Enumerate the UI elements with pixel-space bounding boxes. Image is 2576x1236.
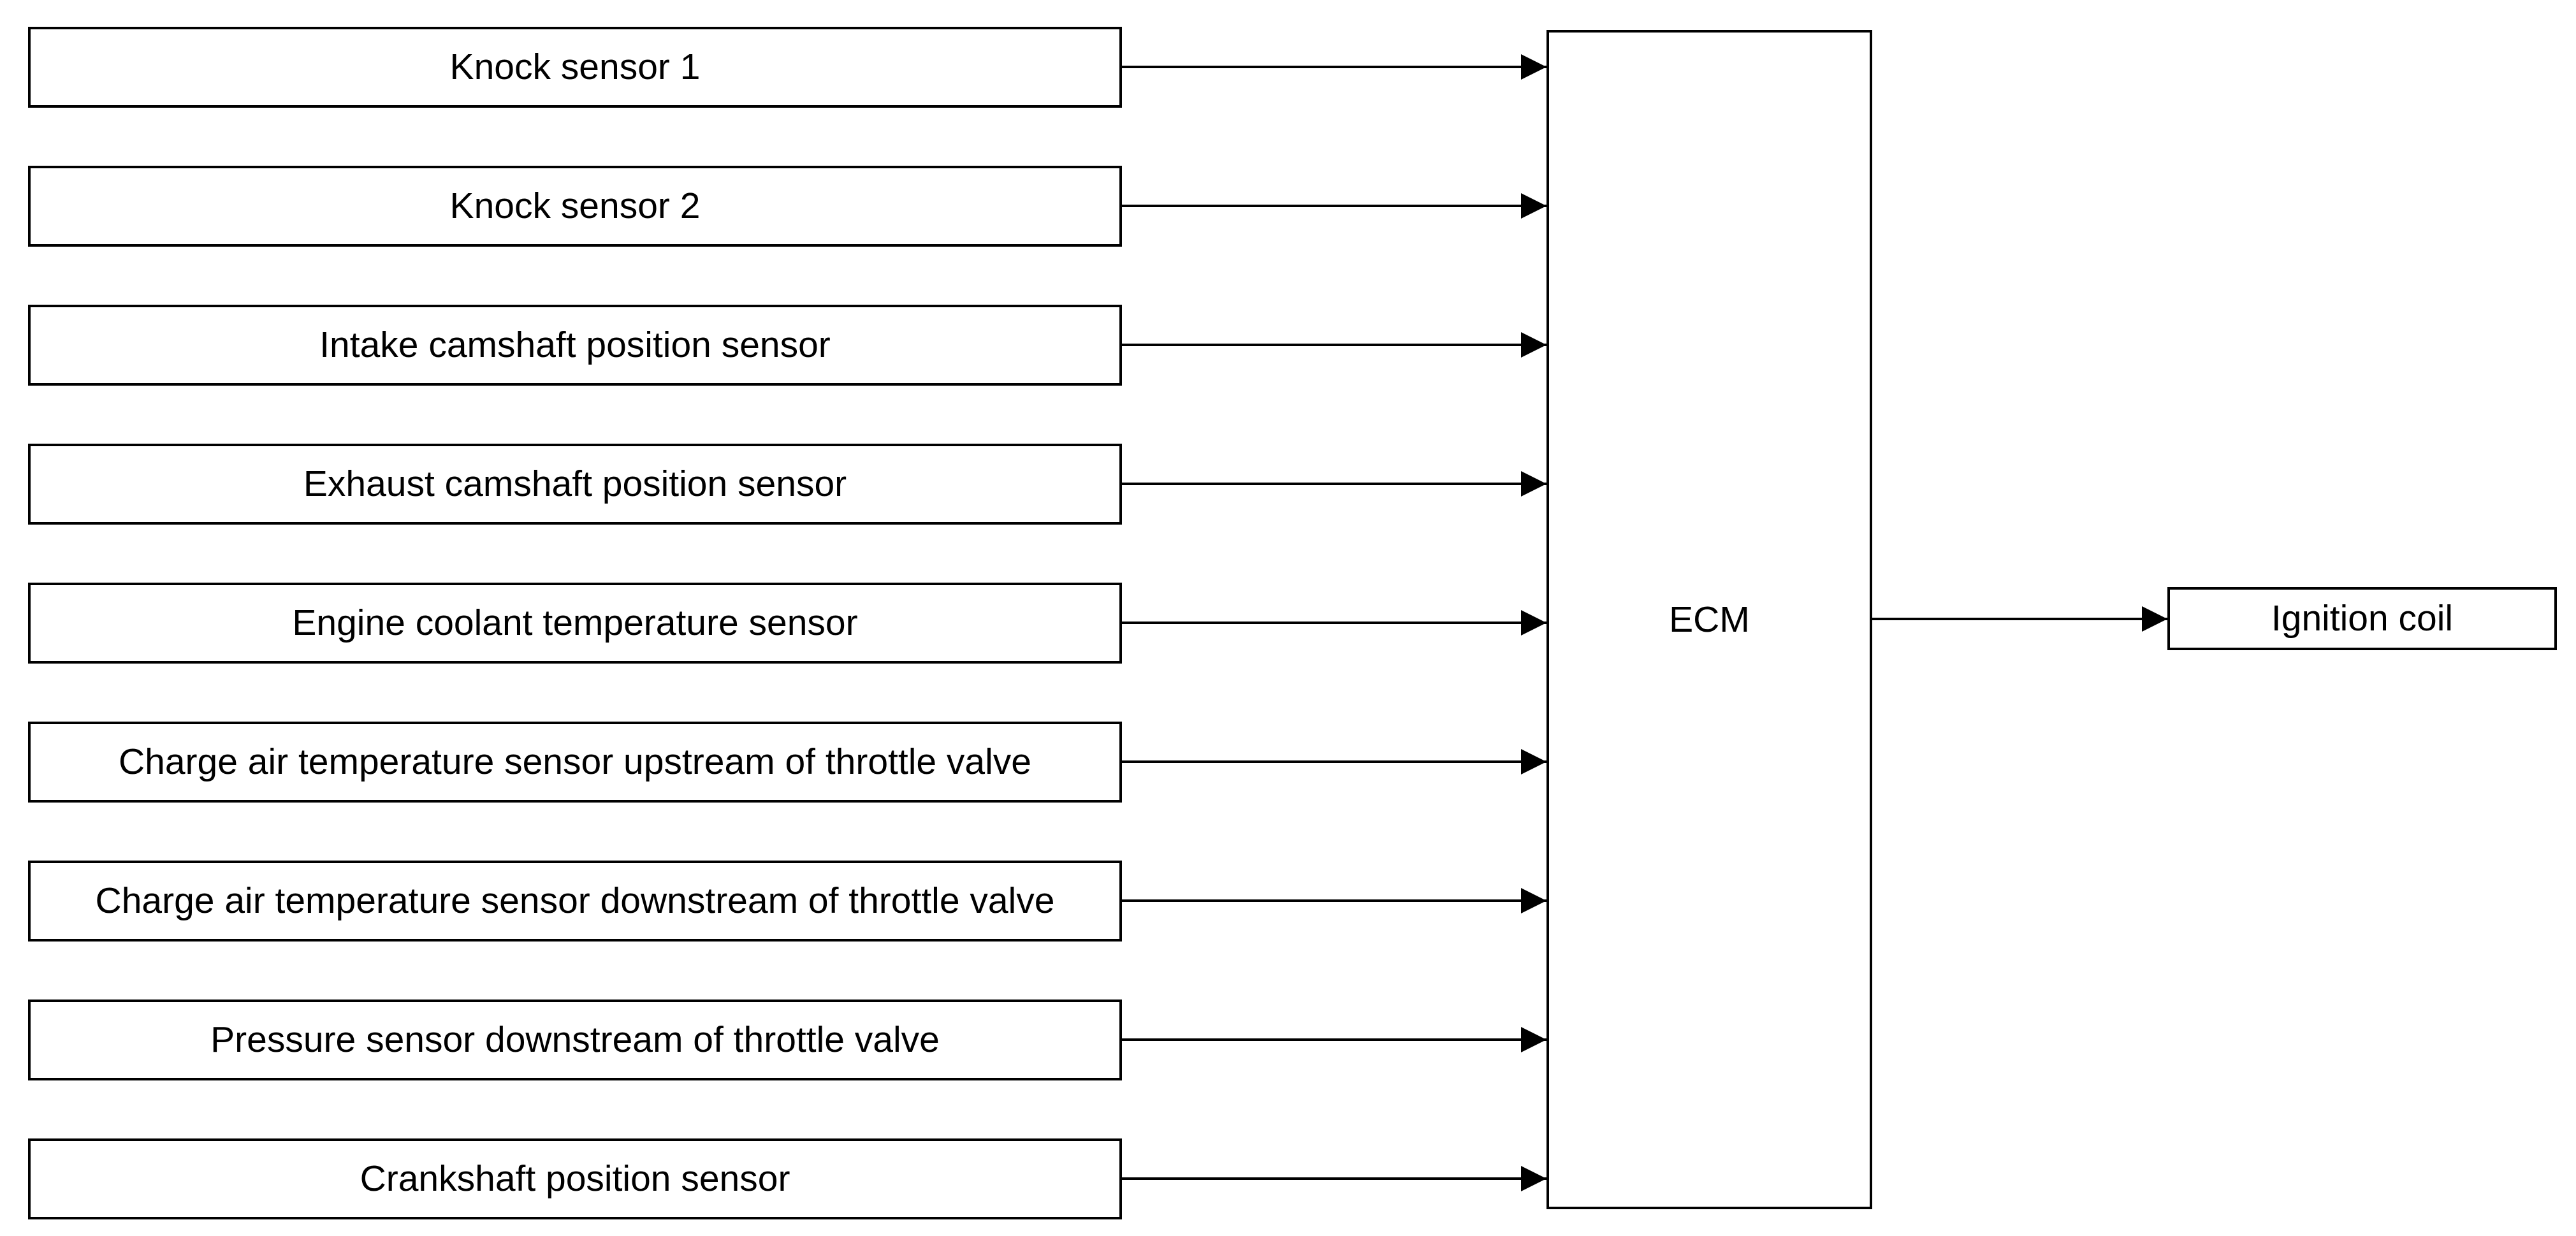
crankshaft-position-sensor-box: Crankshaft position sensor: [28, 1138, 1122, 1219]
knock-sensor-2-box: Knock sensor 2: [28, 166, 1122, 247]
exhaust-camshaft-position-sensor-box: Exhaust camshaft position sensor: [28, 444, 1122, 525]
knock-sensor-1-box: Knock sensor 1: [28, 27, 1122, 108]
charge-air-temp-sensor-downstream-box: Charge air temperature sensor downstream…: [28, 861, 1122, 942]
pressure-sensor-downstream-box: Pressure sensor downstream of throttle v…: [28, 1000, 1122, 1080]
ecm-box: ECM: [1546, 30, 1872, 1209]
charge-air-temp-sensor-upstream-box: Charge air temperature sensor upstream o…: [28, 722, 1122, 803]
ignition-coil-box: Ignition coil: [2167, 587, 2557, 650]
engine-coolant-temperature-sensor-box: Engine coolant temperature sensor: [28, 583, 1122, 664]
intake-camshaft-position-sensor-box: Intake camshaft position sensor: [28, 305, 1122, 386]
